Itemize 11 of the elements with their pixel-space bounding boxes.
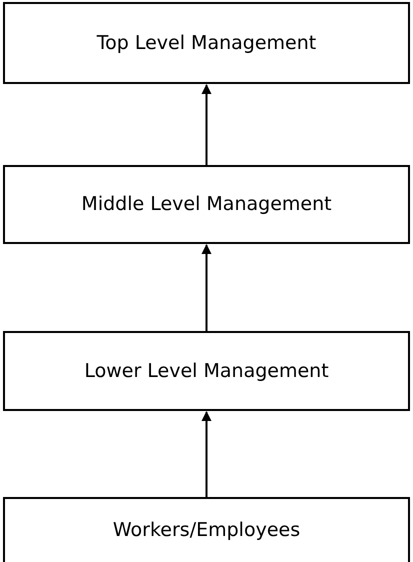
process-box [3,331,410,411]
process-box [3,497,410,562]
box-label: Top Level Management [96,30,316,56]
arrow [202,411,212,497]
box-label: Lower Level Management [84,358,329,384]
arrow [202,84,212,165]
arrow [202,244,212,331]
process-box [3,2,410,84]
box-label: Middle Level Management [81,192,332,218]
box-label: Workers/Employees [112,518,300,544]
process-box [3,165,410,244]
